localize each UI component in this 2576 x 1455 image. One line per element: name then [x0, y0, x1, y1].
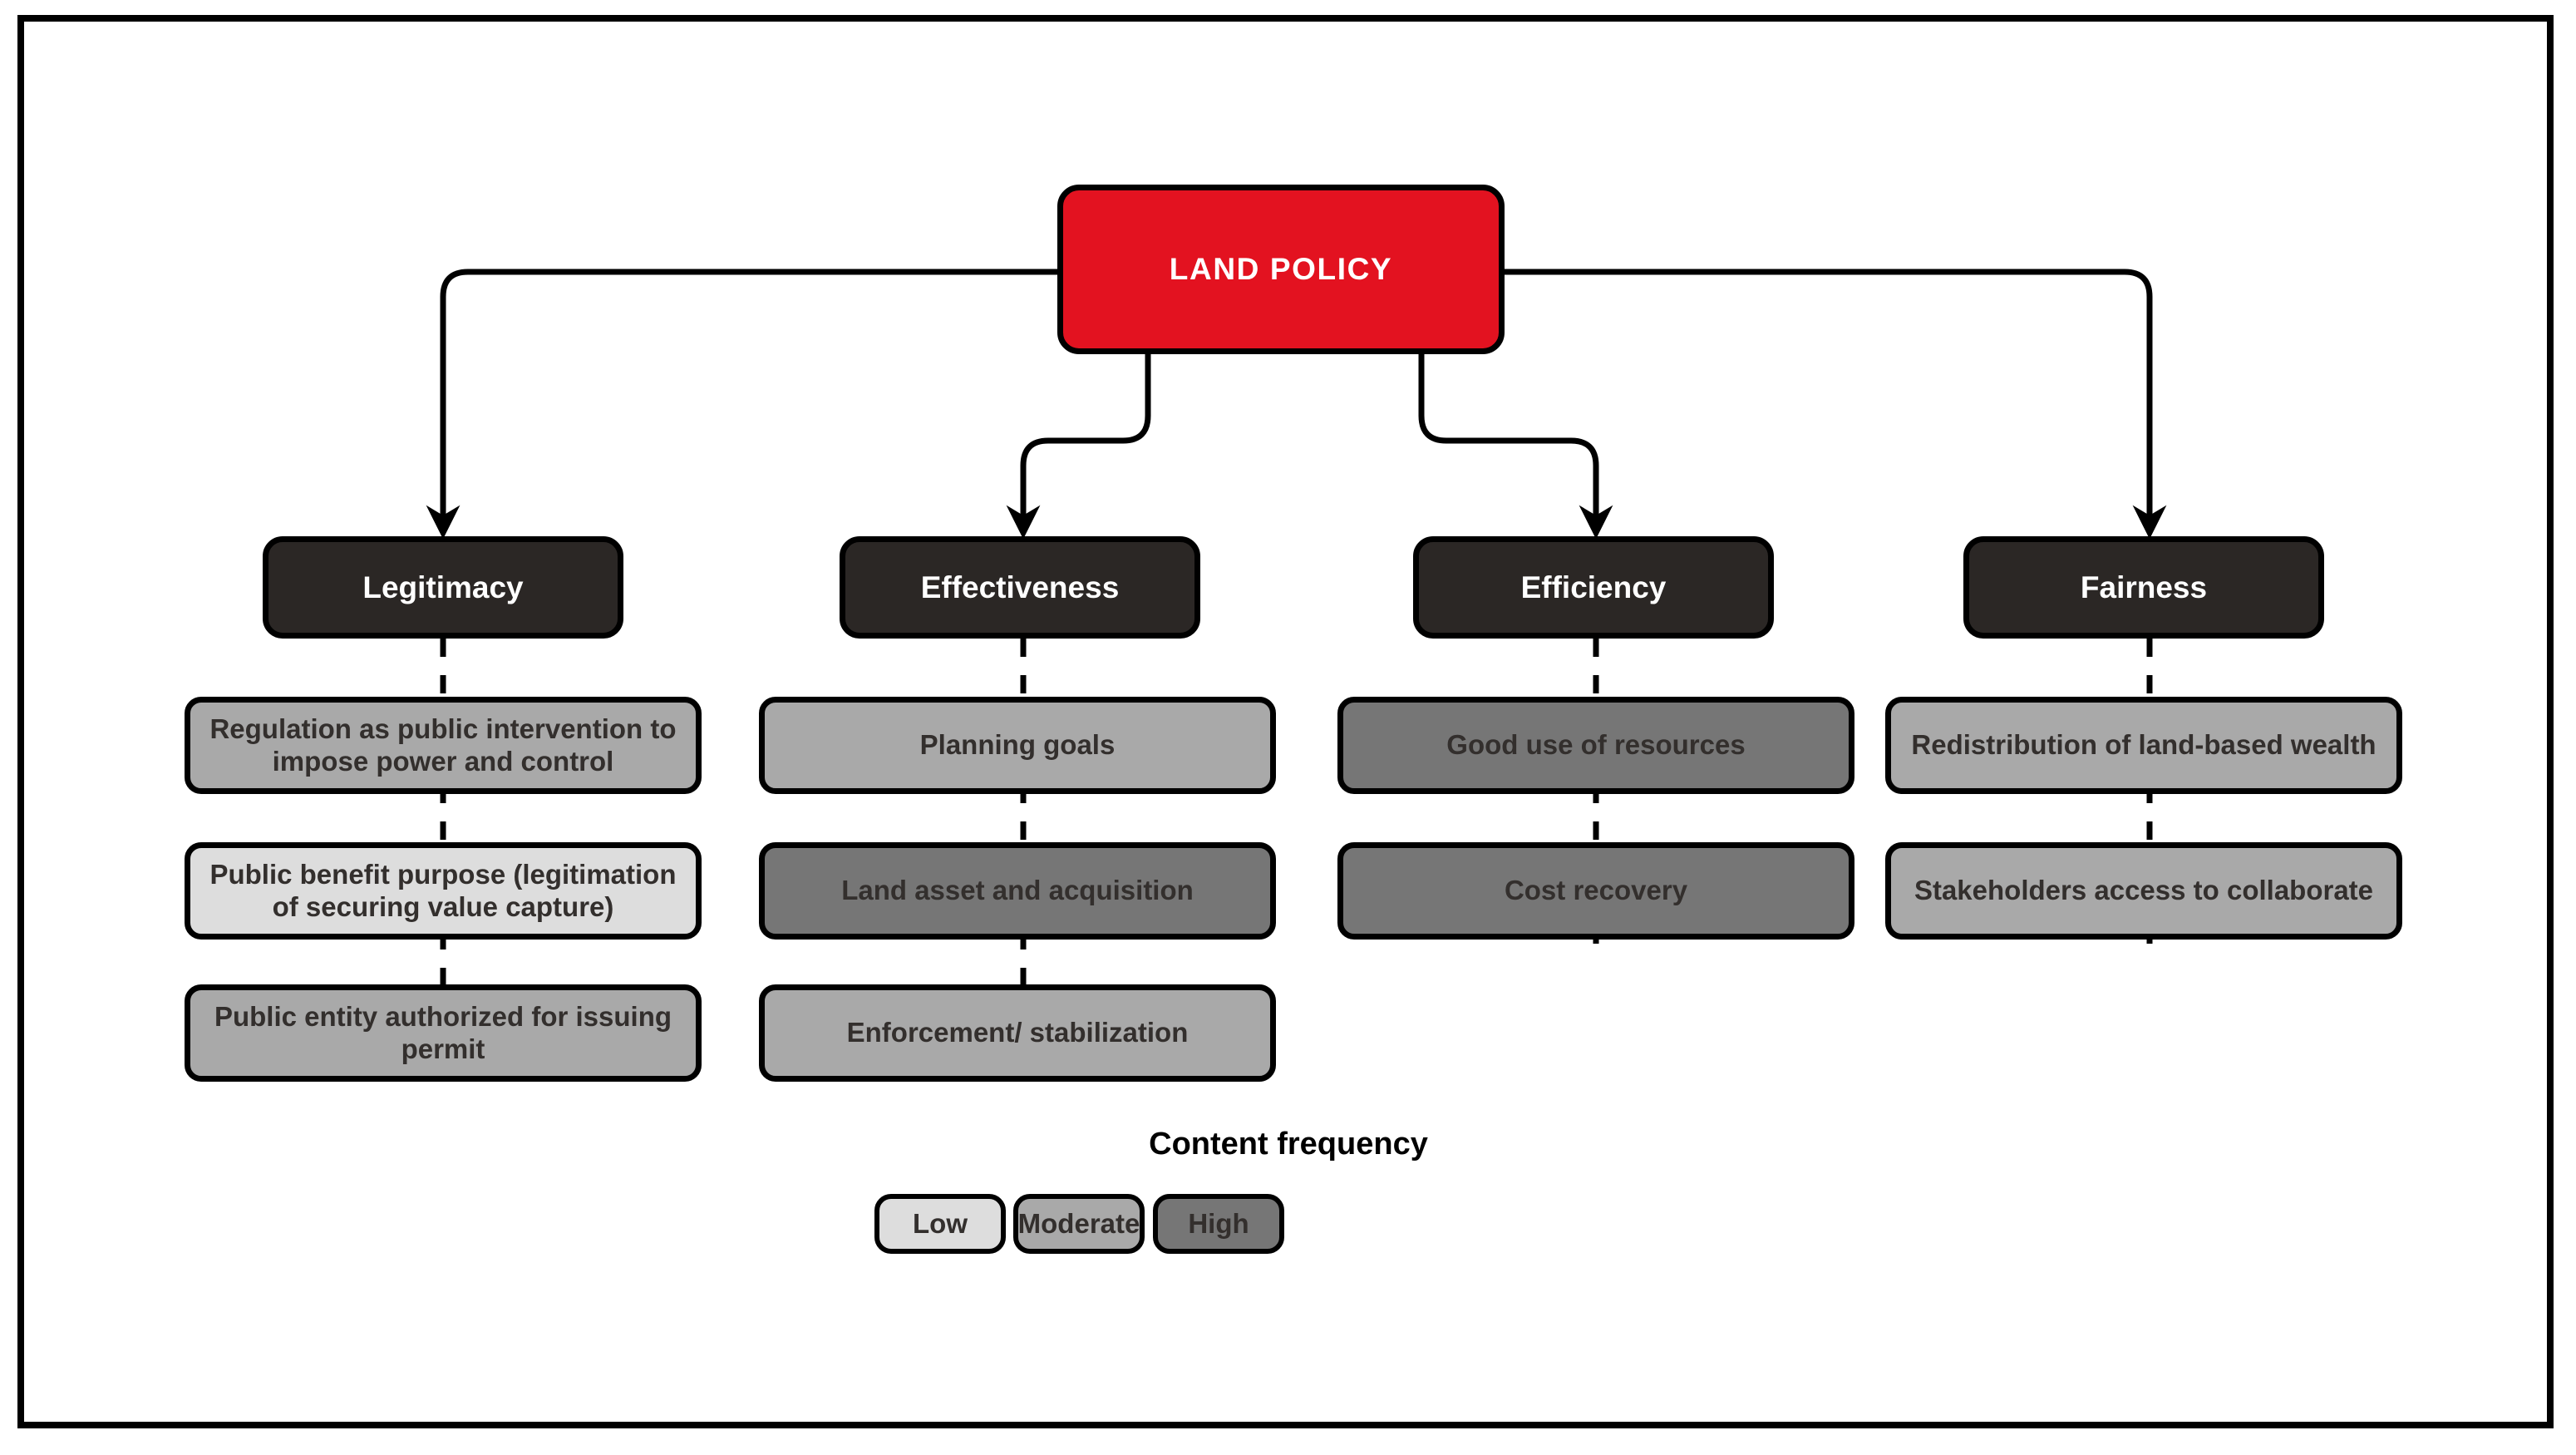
leaf-node-label: Enforcement/ stabilization: [846, 1017, 1189, 1048]
root-node-label: LAND POLICY: [1169, 252, 1393, 287]
legend-chip-moderate[interactable]: Moderate: [1013, 1194, 1145, 1254]
leaf-node-stakeholders-access-collaborate[interactable]: Stakeholders access to collaborate: [1885, 842, 2402, 940]
leaf-node-label: Redistribution of land-based wealth: [1911, 729, 2377, 761]
leaf-node-planning-goals[interactable]: Planning goals: [759, 697, 1276, 794]
leaf-node-label: Good use of resources: [1446, 729, 1746, 761]
leaf-node-label: Land asset and acquisition: [841, 875, 1194, 906]
leaf-node-label: Stakeholders access to collaborate: [1914, 875, 2374, 906]
leaf-node-enforcement-stabilization[interactable]: Enforcement/ stabilization: [759, 984, 1276, 1082]
category-node-label: Efficiency: [1520, 570, 1667, 604]
legend-title: Content frequency: [1149, 1127, 1428, 1162]
leaf-node-regulation-public-intervention[interactable]: Regulation as public intervention to imp…: [185, 697, 702, 794]
leaf-node-label: Public entity authorized for issuing per…: [214, 1000, 672, 1064]
leaf-node-cost-recovery[interactable]: Cost recovery: [1337, 842, 1854, 940]
category-node-legitimacy[interactable]: Legitimacy: [263, 536, 623, 639]
leaf-node-label: Planning goals: [919, 729, 1116, 761]
category-node-effectiveness[interactable]: Effectiveness: [840, 536, 1200, 639]
leaf-node-public-benefit-purpose[interactable]: Public benefit purpose (legitimation of …: [185, 842, 702, 940]
legend-chip-label: Low: [913, 1208, 968, 1239]
category-node-label: Fairness: [2080, 570, 2208, 604]
category-node-efficiency[interactable]: Efficiency: [1413, 536, 1774, 639]
leaf-node-good-use-of-resources[interactable]: Good use of resources: [1337, 697, 1854, 794]
legend-chip-label: Moderate: [1017, 1208, 1140, 1239]
leaf-node-redistribution-land-based-wealth[interactable]: Redistribution of land-based wealth: [1885, 697, 2402, 794]
leaf-node-land-asset-acquisition[interactable]: Land asset and acquisition: [759, 842, 1276, 940]
leaf-node-label: Public benefit purpose (legitimation of …: [209, 858, 677, 922]
legend-chip-high[interactable]: High: [1153, 1194, 1284, 1254]
category-node-label: Legitimacy: [362, 570, 524, 604]
legend-chip-label: High: [1188, 1208, 1249, 1239]
root-node-land-policy[interactable]: LAND POLICY: [1057, 185, 1505, 354]
legend-chip-low[interactable]: Low: [874, 1194, 1006, 1254]
leaf-node-label: Regulation as public intervention to imp…: [209, 713, 677, 777]
leaf-node-public-entity-permit[interactable]: Public entity authorized for issuing per…: [185, 984, 702, 1082]
category-node-fairness[interactable]: Fairness: [1963, 536, 2324, 639]
category-node-label: Effectiveness: [920, 570, 1120, 604]
leaf-node-label: Cost recovery: [1504, 875, 1688, 906]
